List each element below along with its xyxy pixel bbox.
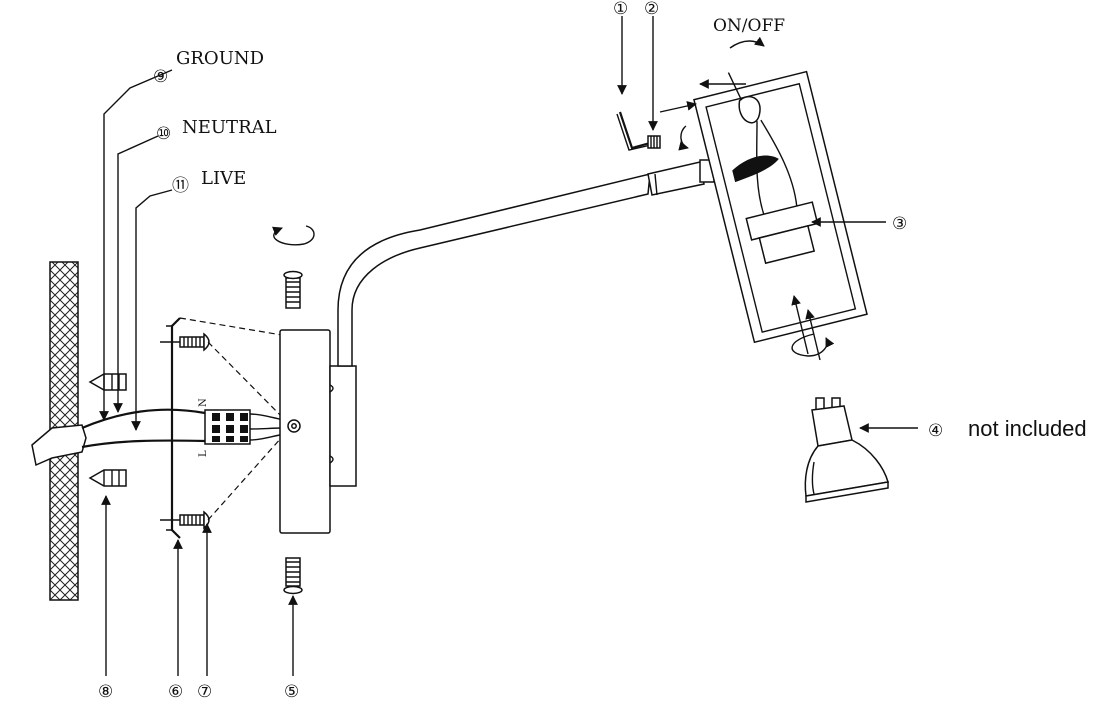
lamp-head: [693, 70, 868, 344]
grub-screw: [647, 135, 661, 149]
on-off-arrow: [729, 36, 765, 49]
wall-plug-bottom: [88, 469, 127, 487]
bulb-insert-arrow: [791, 295, 809, 355]
top-screw: [283, 270, 303, 309]
rotate-arrow-bulb: [791, 333, 835, 357]
callout-5: ⑤: [284, 682, 299, 702]
bracket-screw-top: [160, 332, 210, 352]
wall-plug-top: [88, 373, 127, 391]
callout-10: ⑩: [156, 124, 171, 144]
cable-clamp: [31, 424, 87, 467]
callout-7: ⑦: [197, 682, 212, 702]
not-included-label: not included: [968, 416, 1087, 441]
rotate-arrow-top: [271, 225, 315, 246]
neutral-lead-line: [113, 135, 159, 413]
ground-label: GROUND: [176, 48, 264, 69]
neutral-label: NEUTRAL: [182, 117, 277, 138]
base-plate: [279, 329, 331, 534]
terminal-label-l: L: [198, 450, 209, 457]
callout-2: ②: [644, 0, 659, 19]
hex-key: [618, 111, 651, 150]
callout-3: ③: [892, 214, 907, 234]
live-label: LIVE: [201, 168, 246, 189]
terminal-block: [204, 409, 251, 445]
callout-6: ⑥: [168, 682, 183, 702]
lamp-arm: [337, 173, 651, 367]
callout-9: ⑨: [153, 67, 168, 87]
callout-11: ⑪: [172, 176, 189, 196]
ground-lead-line: [99, 69, 173, 421]
bottom-screw: [283, 557, 303, 595]
bracket-screw-bottom: [160, 510, 210, 530]
arm-mount: [329, 365, 357, 487]
supply-cable: [81, 408, 206, 430]
callout-1: ①: [613, 0, 628, 19]
arm-extension: [647, 161, 705, 196]
callout-4: ④: [928, 421, 943, 441]
alignment-lines: [179, 317, 291, 521]
mounting-bracket: [166, 317, 181, 539]
callout-8: ⑧: [98, 682, 113, 702]
live-lead-line: [131, 189, 173, 431]
terminal-label-n: N: [198, 398, 209, 407]
rotate-arrow-grub: [678, 125, 689, 151]
gu10-bulb: [804, 397, 889, 503]
on-off-label: ON/OFF: [713, 16, 785, 36]
